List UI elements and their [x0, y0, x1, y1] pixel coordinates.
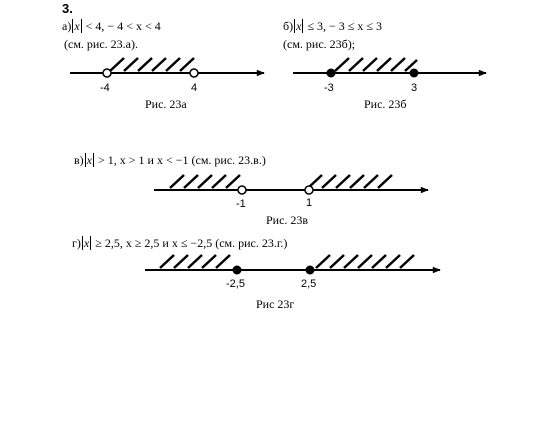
part-a-abs-var: x: [74, 19, 80, 33]
part-b-reference: (см. рис. 23б);: [283, 37, 356, 51]
point-a-left-open: [102, 68, 112, 78]
point-a-right-open: [189, 68, 199, 78]
number-line-d: [145, 254, 441, 275]
tick-a-left: -4: [100, 82, 110, 94]
point-d-left-closed: [232, 265, 242, 275]
number-line-c: [154, 174, 429, 195]
point-b-left-closed: [326, 68, 336, 78]
number-line-a: [70, 57, 265, 78]
part-a-expression: < 4, − 4 < x < 4: [85, 19, 161, 33]
part-c-prefix: в): [74, 153, 84, 167]
point-d-right-closed: [305, 265, 315, 275]
part-b-statement: б)x ≤ 3, − 3 ≤ x ≤ 3: [283, 19, 382, 33]
part-a-statement: а)x < 4, − 4 < x < 4: [62, 19, 161, 33]
tick-d-right: 2,5: [301, 278, 317, 290]
hatching-d-left: [159, 254, 231, 269]
part-b-expression: ≤ 3, − 3 ≤ x ≤ 3: [307, 19, 382, 33]
part-a-reference: (см. рис. 23.а).: [64, 37, 138, 51]
tick-c-left: -1: [236, 198, 246, 210]
part-d-abs-var: x: [83, 236, 90, 250]
point-b-right-closed: [409, 68, 419, 78]
caption-b: Рис. 23б: [364, 97, 407, 111]
part-c-abs-var: x: [86, 153, 92, 167]
caption-a: Рис. 23а: [145, 97, 187, 111]
point-c-right-open: [304, 185, 314, 195]
tick-c-right: 1: [306, 197, 313, 209]
part-a-prefix: а): [62, 19, 72, 33]
hatching-d-right: [315, 254, 415, 269]
number-line-b: [293, 57, 487, 78]
part-c-statement: в)x > 1, x > 1 и x < −1 (см. рис. 23.в.): [74, 153, 266, 167]
part-d-prefix: г): [72, 236, 81, 250]
tick-b-right: 3: [411, 82, 418, 94]
part-b-abs-var: x: [296, 19, 302, 33]
part-d-statement: г)x ≥ 2,5, x ≥ 2,5 и x ≤ −2,5 (см. рис. …: [72, 236, 287, 250]
tick-b-left: -3: [324, 82, 334, 94]
caption-c: Рис. 23в: [266, 213, 309, 227]
hatching-b: [334, 57, 418, 72]
point-c-left-open: [237, 185, 247, 195]
part-c-expression: > 1, x > 1 и x < −1 (см. рис. 23.в.): [98, 153, 266, 167]
hatching-c-left: [169, 174, 241, 189]
hatching-a: [109, 57, 195, 72]
hatching-c-right: [307, 174, 393, 189]
problem-number: 3.: [62, 1, 73, 16]
part-b-prefix: б): [283, 19, 294, 33]
caption-d: Рис 23г: [256, 297, 295, 311]
part-d-expression: ≥ 2,5, x ≥ 2,5 и x ≤ −2,5 (см. рис. 23.г…: [95, 236, 288, 250]
tick-a-right: 4: [191, 82, 198, 94]
tick-d-left: -2,5: [226, 278, 245, 290]
